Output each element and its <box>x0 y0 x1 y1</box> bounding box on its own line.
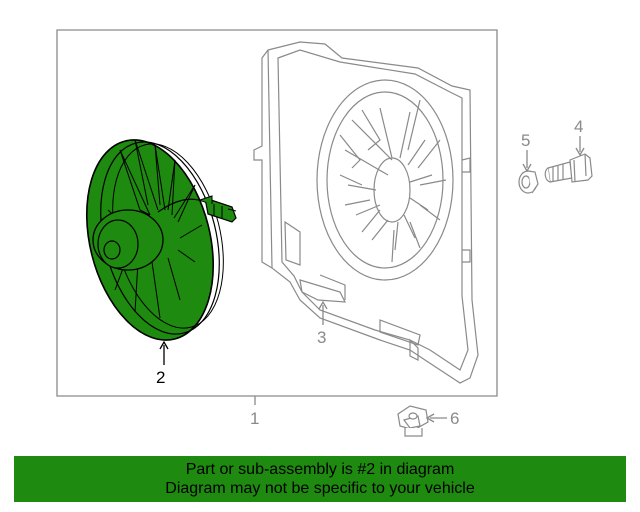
leader-arrow-2 <box>159 340 169 350</box>
bolt-icon <box>544 153 593 183</box>
cooling-fan-icon <box>85 139 237 341</box>
clip-nut-icon <box>397 405 429 437</box>
callout-3[interactable]: 3 <box>317 328 326 347</box>
parts-diagram: 2 3 4 5 6 1 <box>56 29 593 437</box>
diagram-notice-banner: Part or sub-assembly is #2 in diagram Di… <box>14 456 626 502</box>
leader-arrow-3 <box>318 300 328 310</box>
fan-shroud-icon <box>253 41 479 384</box>
callout-1[interactable]: 1 <box>250 409 259 428</box>
callout-6[interactable]: 6 <box>450 409 459 428</box>
callout-2[interactable]: 2 <box>156 368 165 387</box>
leader-arrow-5 <box>522 163 532 173</box>
callout-5[interactable]: 5 <box>521 131 530 150</box>
banner-line-disclaimer: Diagram may not be specific to your vehi… <box>165 480 475 497</box>
leader-arrow-4 <box>575 147 585 157</box>
banner-line-part: Part or sub-assembly is #2 in diagram <box>185 461 455 478</box>
leader-arrow-6 <box>425 413 435 423</box>
nut-icon <box>518 170 539 194</box>
callout-4[interactable]: 4 <box>574 117 583 136</box>
assembly-frame <box>56 29 498 397</box>
